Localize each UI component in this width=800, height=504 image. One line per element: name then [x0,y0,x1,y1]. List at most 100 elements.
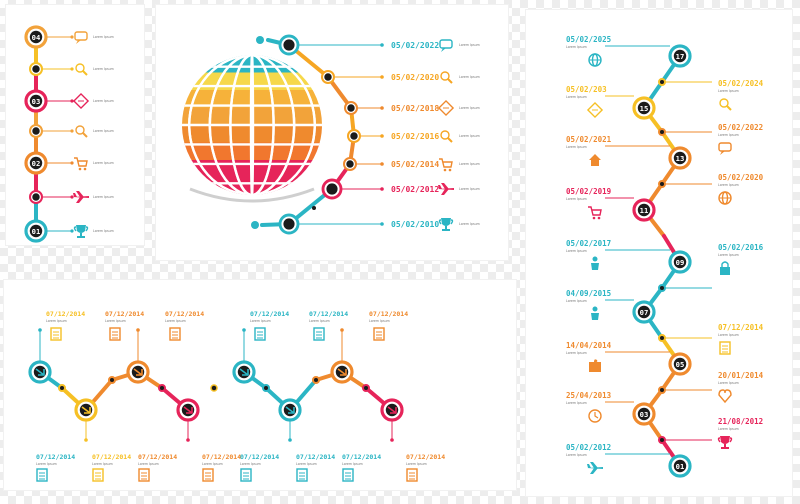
search-icon [440,71,453,84]
date-label: 14/04/2014 [566,341,612,350]
person-icon [591,256,599,270]
arrow-icon [337,368,347,376]
zigzag-node-07: 07 [632,300,656,324]
date-label: 05/02/203 [566,85,607,94]
caption-text: Lorem Ipsum [718,183,739,187]
arrow-icon [133,368,143,376]
timeline-node-3: 03 [24,89,48,113]
date-label: 07/12/2014 [342,453,381,461]
timeline-node-6 [29,190,43,204]
caption-text: Lorem Ipsum [718,381,739,385]
doc-icon [240,468,252,482]
node-number: 17 [676,52,685,61]
caption-text: Lorem Ipsum [202,462,223,466]
panel-zigzag-timeline [526,10,792,496]
trophy-icon [438,218,454,231]
date-label: 07/12/2014 [406,453,445,461]
date-label: 05/02/2016 [718,243,764,252]
stem-dot [288,438,292,442]
globe-node-2 [321,70,335,84]
caption-text: Lorem Ipsum [138,462,159,466]
globe-node-7 [278,213,300,235]
leader-dot [70,195,74,199]
zigzag-node-01: 01 [668,454,692,478]
house-icon [589,154,601,166]
leader-dot [70,67,74,71]
caption-text: Lorem Ipsum [309,319,330,323]
date-label: 05/02/2018 [391,104,439,113]
stem-dot [186,438,190,442]
caption-text: Lorem Ipsum [566,249,587,253]
wave-connector-node [210,384,218,392]
date-label: 25/04/2013 [566,391,612,400]
date-label: 07/12/2014 [240,453,279,461]
node-number: 03 [32,97,41,106]
globe-node-1 [278,34,300,56]
heart-icon [718,389,732,404]
caption-text: Lorem Ipsum [566,197,587,201]
ticket-icon [586,101,604,119]
node-number: 02 [32,159,41,168]
date-label: 07/12/2014 [296,453,335,461]
leader-dot [380,43,384,47]
node-number: 05 [676,360,685,369]
caption-text: Lorem Ipsum [93,99,114,103]
caption-text: Lorem Ipsum [93,35,114,39]
leader-dot [380,222,384,226]
wave-small-node [312,376,320,384]
caption-text: Lorem Ipsum [342,462,363,466]
date-label: 07/12/2014 [718,323,764,332]
caption-text: Lorem Ipsum [459,43,480,47]
leader-dot [380,106,384,110]
end-dot [256,36,264,44]
caption-text: Lorem Ipsum [459,106,480,110]
node-number: 03 [640,410,649,419]
zigzag-small-node [658,284,666,292]
globe-stand [189,187,315,203]
leader-dot [70,161,74,165]
zigzag-node-11: 11 [632,198,656,222]
cart-icon [74,157,88,171]
stem-dot [84,438,88,442]
timeline-node-5: 02 [24,151,48,175]
date-label: 21/08/2012 [718,417,763,426]
doc-icon [92,468,104,482]
doc-icon [50,327,62,341]
globe-icon [588,53,602,67]
plane-icon [587,462,603,474]
caption-text: Lorem Ipsum [240,462,261,466]
search-icon [75,125,88,138]
leader-dot [380,162,384,166]
timeline-node-2 [29,62,43,76]
caption-text: Lorem Ipsum [718,89,739,93]
node-number: 04 [32,33,41,42]
arrow-icon [239,368,249,376]
date-label: 05/02/2020 [391,73,439,82]
stem-dot [242,328,246,332]
node-number: 07 [640,308,649,317]
caption-text: Lorem Ipsum [459,75,480,79]
date-label: 05/02/2016 [391,132,439,141]
leader-dot [380,134,384,138]
zigzag-node-03: 03 [632,402,656,426]
globe-node-5 [343,157,357,171]
ticket-icon [437,99,455,117]
search-icon [440,130,453,143]
trophy-icon [73,225,89,238]
caption-text: Lorem Ipsum [718,427,739,431]
leader-dot [70,35,74,39]
caption-text: Lorem Ipsum [718,333,739,337]
caption-text: Lorem Ipsum [165,319,186,323]
caption-text: Lorem Ipsum [566,401,587,405]
date-label: 05/02/2021 [566,135,612,144]
cart-icon [588,206,602,220]
wave-small-node [262,384,270,392]
stem-dot [38,328,42,332]
doc-icon [169,327,181,341]
wave-small-node [58,384,66,392]
caption-text: Lorem Ipsum [718,133,739,137]
